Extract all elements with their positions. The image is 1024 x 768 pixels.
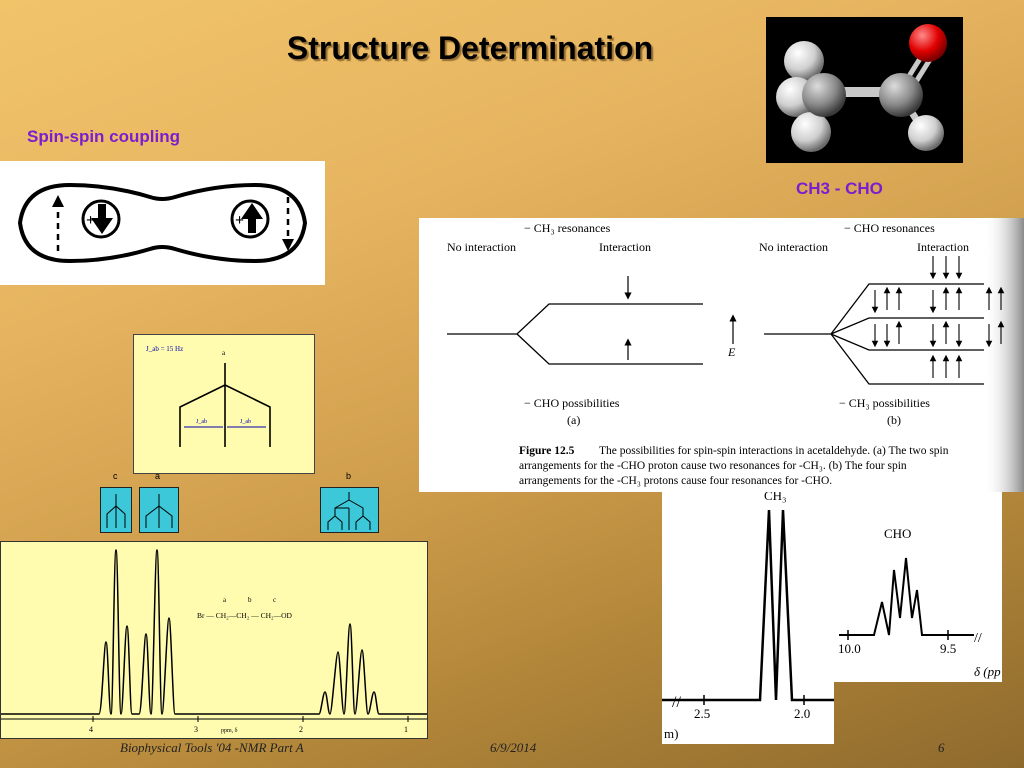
multiplet-label-b: b bbox=[346, 471, 352, 481]
interaction-label-b: Interaction bbox=[917, 240, 969, 254]
axis-unit-fragment: m) bbox=[664, 726, 678, 741]
multiplet-label-a: a bbox=[155, 471, 161, 481]
spin-coupling-heading: Spin-spin coupling bbox=[27, 127, 180, 146]
jab-value-label: J_ab = 15 Hz bbox=[146, 345, 183, 353]
acetaldehyde-molecule-image bbox=[766, 17, 963, 163]
multiplet-icon-b bbox=[320, 487, 379, 533]
sub-a-label: (a) bbox=[567, 413, 580, 427]
molecule-label: CH3 - CHO bbox=[796, 179, 883, 198]
cho-possibilities-label: − CHO possibilities bbox=[524, 396, 620, 410]
multiplet-label-c: c bbox=[113, 471, 118, 481]
sub-b-label: (b) bbox=[887, 413, 901, 427]
tick-2-0: 2.0 bbox=[794, 706, 810, 721]
structure-label-c: c bbox=[273, 596, 276, 604]
tick-10-0: 10.0 bbox=[838, 641, 861, 656]
multiplet-icon-a bbox=[139, 487, 179, 533]
figure-caption-line-3: arrangements for the -CH₃ protons cause … bbox=[519, 475, 832, 487]
jab-left-label: J_ab bbox=[196, 419, 207, 425]
ppm-axis-label: ppm, δ bbox=[221, 728, 238, 734]
slide-title: Structure Determination bbox=[286, 30, 654, 66]
footer-page-number: 6 bbox=[938, 740, 945, 755]
structure-label-a: a bbox=[223, 596, 227, 604]
spin-coupling-diagram: + + bbox=[0, 161, 325, 285]
figure-caption-line-2: arrangements for the -CHO proton cause t… bbox=[519, 460, 907, 472]
svg-text:+: + bbox=[86, 212, 95, 229]
figure-12-5: − CH₃ resonances No interaction Interact… bbox=[419, 218, 1024, 492]
svg-text://: // bbox=[974, 631, 982, 646]
tick-9-5: 9.5 bbox=[940, 641, 956, 656]
ppm-tick-1: 1 bbox=[404, 725, 408, 734]
cho-peak-label: CHO bbox=[884, 526, 911, 541]
cho-resonances-label: − CHO resonances bbox=[844, 221, 935, 235]
no-interaction-label-b: No interaction bbox=[759, 240, 828, 254]
ppm-tick-4: 4 bbox=[89, 725, 93, 734]
figure-caption-line-1: The possibilities for spin-spin interact… bbox=[599, 445, 949, 457]
multiplet-icon-c bbox=[100, 487, 132, 533]
energy-label: E bbox=[727, 345, 736, 359]
splitting-tree-diagram: J_ab = 15 Hz a J_ab J_ab bbox=[133, 334, 315, 474]
structure-label-b: b bbox=[248, 596, 252, 604]
delta-axis-label: δ (pp bbox=[974, 664, 1001, 679]
tree-top-label: a bbox=[222, 349, 226, 357]
ch3-resonances-label: − CH₃ resonances bbox=[524, 221, 611, 235]
figure-caption-number: Figure 12.5 bbox=[519, 445, 575, 457]
interaction-label-a: Interaction bbox=[599, 240, 651, 254]
acetaldehyde-spectrum: // 2.5 2.0 m) CH₃ bbox=[662, 478, 834, 744]
tick-2-5: 2.5 bbox=[694, 706, 710, 721]
ppm-tick-3: 3 bbox=[194, 725, 198, 734]
svg-text://: // bbox=[672, 694, 681, 711]
footer-date: 6/9/2014 bbox=[490, 740, 537, 755]
jab-right-label: J_ab bbox=[240, 419, 251, 425]
footer-course: Biophysical Tools '04 -NMR Part A bbox=[120, 740, 304, 755]
no-interaction-label-a: No interaction bbox=[447, 240, 516, 254]
ch3-possibilities-label: − CH₃ possibilities bbox=[839, 396, 930, 410]
ppm-tick-2: 2 bbox=[299, 725, 303, 734]
structure-formula: Br — CH₂—CH₂ — CH₂—OD bbox=[197, 611, 293, 620]
cho-spectrum-inset: // CHO 10.0 9.5 δ (pp bbox=[834, 490, 1002, 682]
bromopropanol-nmr-spectrum: 4 3 2 1 ppm, δ a b c Br — CH₂—CH₂ — CH₂—… bbox=[0, 541, 428, 739]
svg-text:+: + bbox=[235, 212, 244, 229]
